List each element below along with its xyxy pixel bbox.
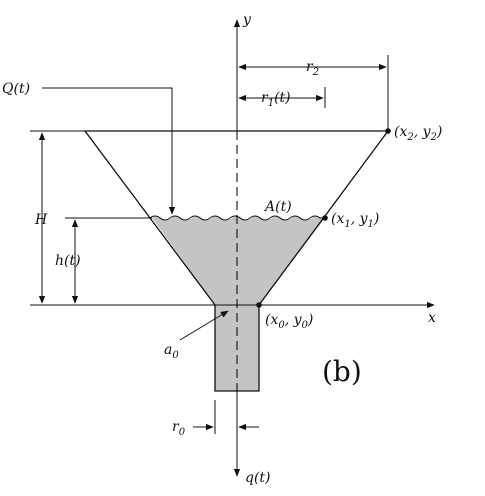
height-total-label: H <box>34 212 48 228</box>
r1-label: r1(t) <box>261 90 291 109</box>
liquid-surface <box>149 215 326 221</box>
panel-label: (b) <box>322 355 362 388</box>
y-axis-label: y <box>242 12 252 28</box>
outflow-label: q(t) <box>245 470 271 486</box>
surface-point-label: (x1, y1) <box>331 211 379 230</box>
top-point-label: (x2, y2) <box>394 124 442 143</box>
r2-label: r2 <box>306 59 319 78</box>
point-x1-y1 <box>322 215 328 221</box>
point-x2-y2 <box>385 128 391 134</box>
area-label: A(t) <box>263 199 292 215</box>
liquid-region <box>152 216 325 391</box>
point-x0-y0 <box>256 302 262 308</box>
x-axis-label: x <box>428 310 436 326</box>
q-inflow-arrow <box>42 87 176 215</box>
outlet-area-leader <box>179 310 229 341</box>
outlet-radius-label: r0 <box>172 419 186 438</box>
outlet-area-label: a0 <box>164 342 179 361</box>
inflow-label: Q(t) <box>2 81 30 97</box>
base-point-label: (x0, y0) <box>265 312 313 331</box>
height-liquid-label: h(t) <box>55 253 81 269</box>
